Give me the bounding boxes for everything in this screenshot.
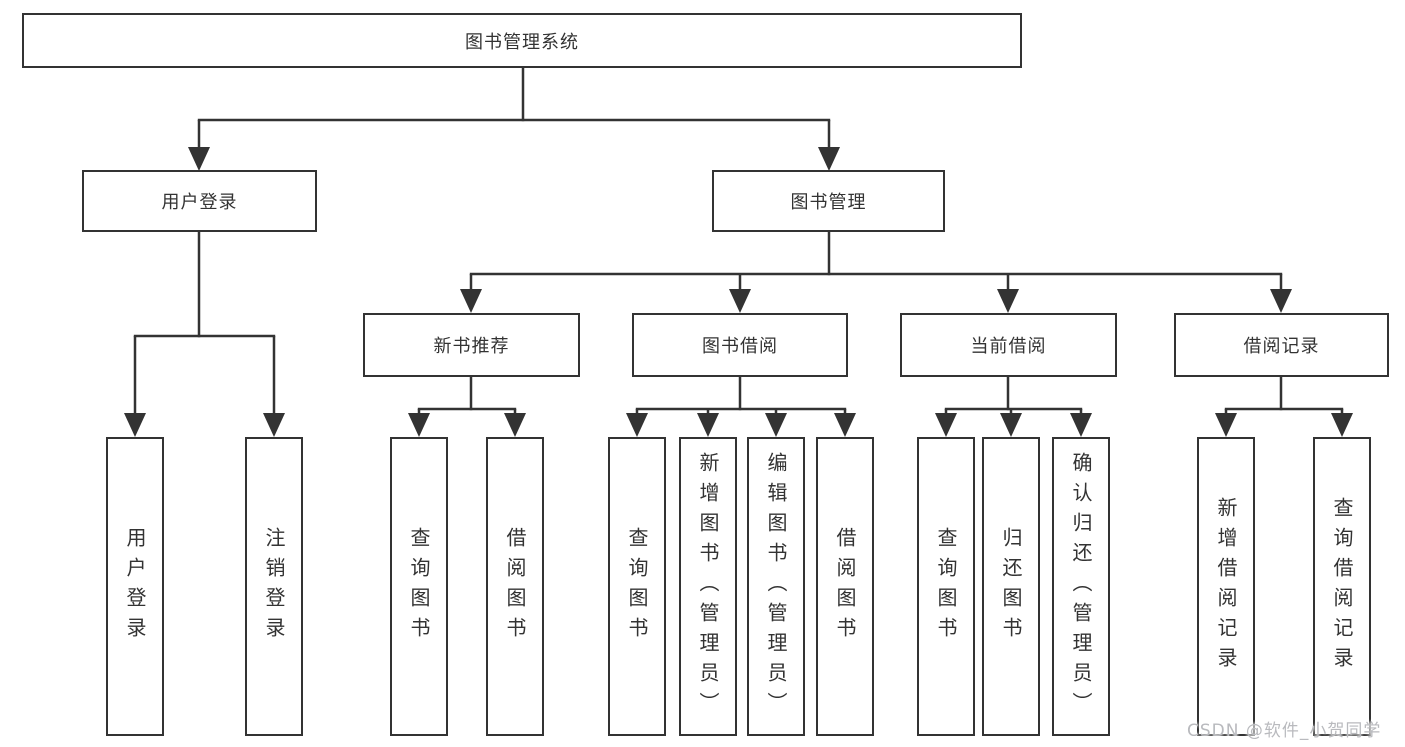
leaf-query-books-current-label: 查询图书 <box>934 526 958 647</box>
node-library-system: 图书管理系统 <box>22 13 1022 68</box>
node-current-borrow: 当前借阅 <box>900 313 1117 377</box>
arrowheads-level3 <box>460 289 1292 313</box>
leaf-add-book-admin: 新增图书（管理员） <box>679 437 737 736</box>
leaf-query-borrow-record-label: 查询借阅记录 <box>1330 496 1354 677</box>
leaf-edit-book-admin: 编辑图书（管理员） <box>747 437 805 736</box>
node-new-book-recommend: 新书推荐 <box>363 313 580 377</box>
node-current-borrow-label: 当前借阅 <box>970 336 1047 357</box>
edge-root-to-level2 <box>197 68 831 150</box>
node-borrow-records-label: 借阅记录 <box>1243 336 1320 357</box>
leaf-logout-label: 注销登录 <box>262 526 286 647</box>
leaf-query-borrow-record: 查询借阅记录 <box>1313 437 1371 736</box>
arrowheads-bookborrow-leaves <box>626 413 856 437</box>
leaf-confirm-return-admin-label: 确认归还（管理员） <box>1069 451 1093 722</box>
node-library-system-label: 图书管理系统 <box>465 31 579 53</box>
edge-borrowrecords-leaves <box>1224 377 1344 416</box>
leaf-confirm-return-admin: 确认归还（管理员） <box>1052 437 1110 736</box>
leaf-add-book-admin-label: 新增图书（管理员） <box>696 451 720 722</box>
edge-bookmgmt-to-level3 <box>469 232 1283 292</box>
arrowheads-level2 <box>188 147 840 171</box>
csdn-watermark: CSDN @软件_小贺同学 <box>1187 721 1382 741</box>
leaf-add-borrow-record: 新增借阅记录 <box>1197 437 1255 736</box>
leaf-user-login-label: 用户登录 <box>123 526 147 647</box>
leaf-borrow-books-label: 借阅图书 <box>833 526 857 647</box>
node-user-login-label: 用户登录 <box>161 192 238 213</box>
leaf-borrow-books-recommend: 借阅图书 <box>486 437 544 736</box>
node-new-book-recommend-label: 新书推荐 <box>433 336 510 357</box>
edge-userlogin-to-leaves <box>133 232 276 416</box>
arrowheads-userlogin-leaves <box>124 413 285 437</box>
leaf-add-borrow-record-label: 新增借阅记录 <box>1214 496 1238 677</box>
leaf-query-books-current: 查询图书 <box>917 437 975 736</box>
node-user-login: 用户登录 <box>82 170 317 232</box>
leaf-return-book-label: 归还图书 <box>999 526 1023 647</box>
node-book-borrow: 图书借阅 <box>632 313 848 377</box>
leaf-borrow-books-recommend-label: 借阅图书 <box>503 526 527 647</box>
leaf-query-books-borrow: 查询图书 <box>608 437 666 736</box>
node-book-management: 图书管理 <box>712 170 945 232</box>
leaf-query-books-recommend: 查询图书 <box>390 437 448 736</box>
leaf-query-books-borrow-label: 查询图书 <box>625 526 649 647</box>
arrowheads-currentborrow-leaves <box>935 413 1092 437</box>
node-book-management-label: 图书管理 <box>790 192 867 213</box>
node-book-borrow-label: 图书借阅 <box>702 336 778 357</box>
leaf-edit-book-admin-label: 编辑图书（管理员） <box>764 451 788 722</box>
arrowheads-newbook-leaves <box>408 413 526 437</box>
leaf-logout: 注销登录 <box>245 437 303 736</box>
node-borrow-records: 借阅记录 <box>1174 313 1389 377</box>
leaf-user-login: 用户登录 <box>106 437 164 736</box>
leaf-query-books-recommend-label: 查询图书 <box>407 526 431 647</box>
edge-currentborrow-leaves <box>944 377 1083 416</box>
leaf-borrow-books: 借阅图书 <box>816 437 874 736</box>
leaf-return-book: 归还图书 <box>982 437 1040 736</box>
arrowheads-borrowrecords-leaves <box>1215 413 1353 437</box>
edge-bookborrow-leaves <box>635 377 847 416</box>
edge-newbook-leaves <box>417 377 517 416</box>
